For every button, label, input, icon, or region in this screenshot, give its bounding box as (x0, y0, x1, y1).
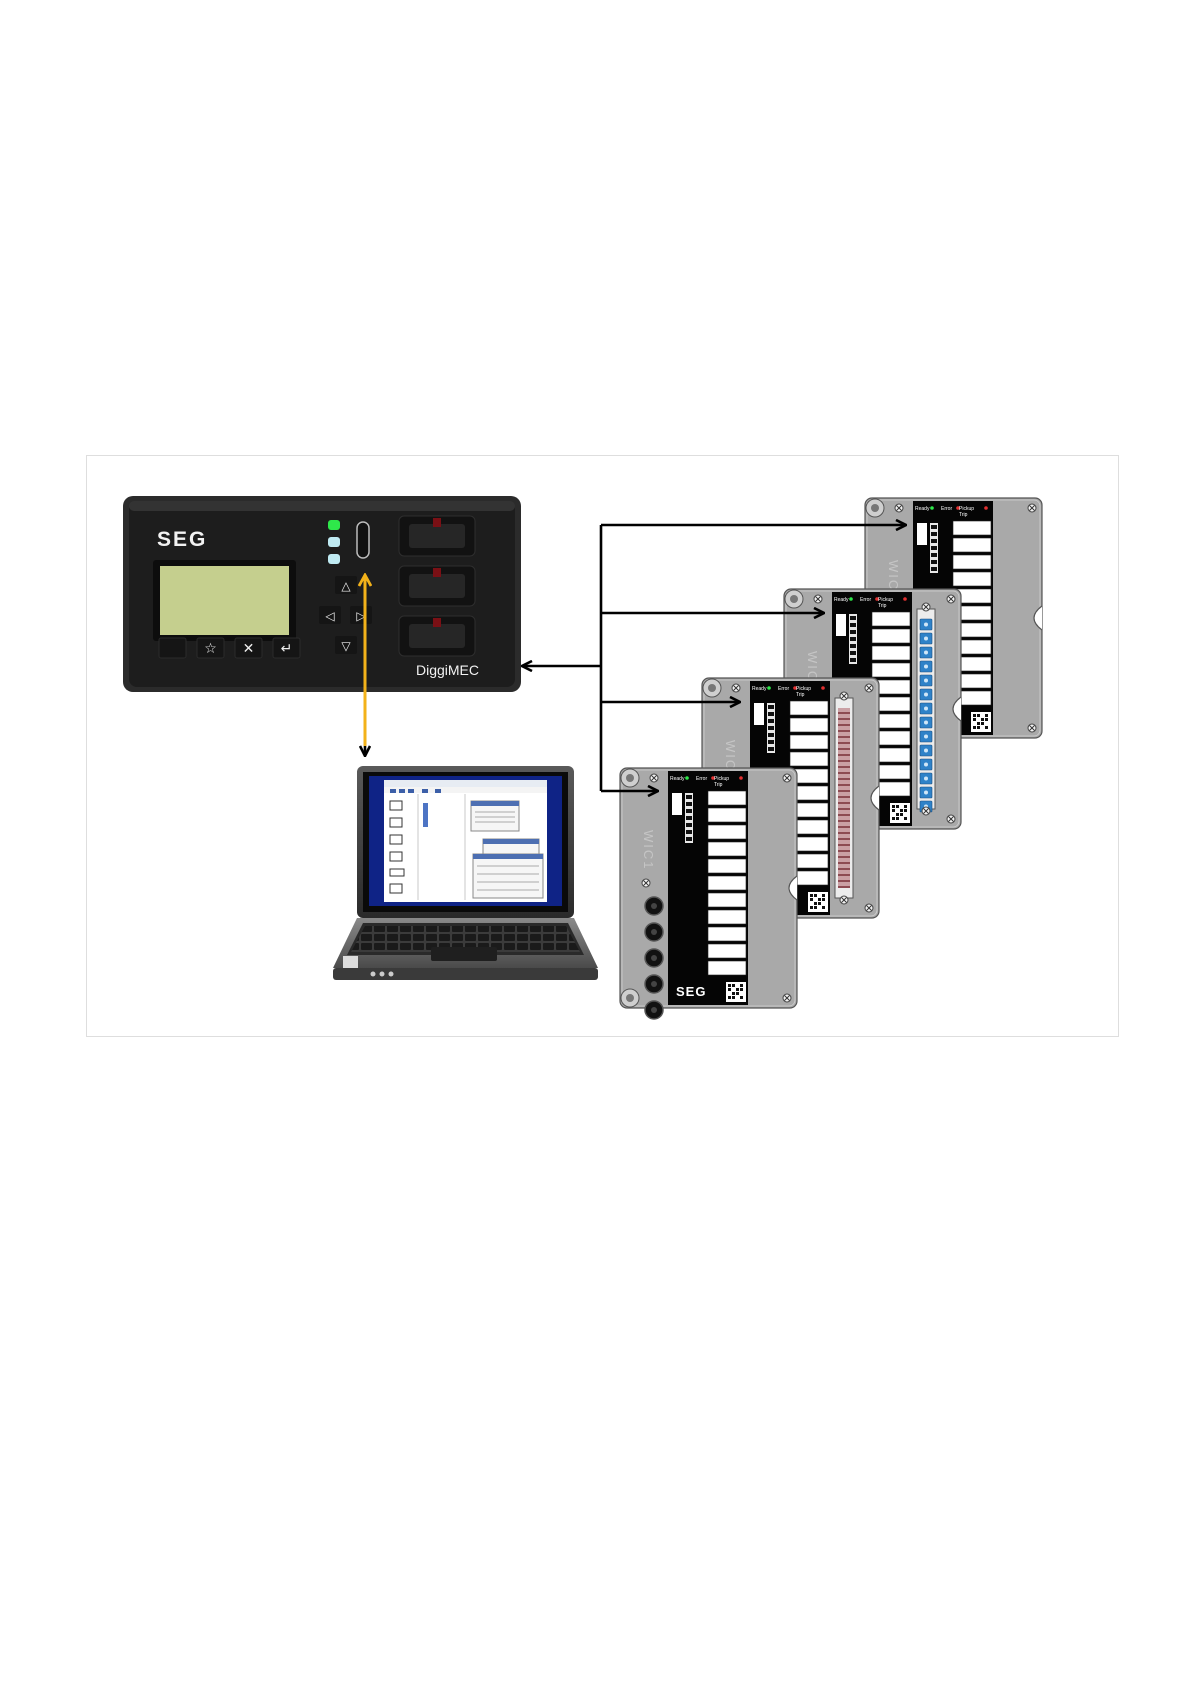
status-label-ready: Ready (670, 776, 685, 782)
diggimec-brand-logo: SEG (157, 528, 207, 551)
cancel-button-glyph: ✕ (243, 641, 255, 657)
setting-field (872, 629, 910, 643)
control-switch-3[interactable] (399, 616, 475, 656)
setting-field (953, 572, 991, 586)
svg-text:▽: ▽ (341, 639, 351, 653)
status-label-error: Error (860, 597, 871, 603)
setting-field (708, 791, 746, 805)
status-label-error: Error (778, 686, 789, 692)
status-led-pickup (821, 686, 825, 690)
relay-side-label: WIC1 (641, 830, 656, 871)
diggimec-model-label: DiggiMEC (416, 662, 479, 678)
status-label-error: Error (696, 776, 707, 782)
control-switch-1[interactable] (399, 516, 475, 556)
status-label-ready: Ready (834, 597, 849, 603)
nav-down-key[interactable]: ▽ (335, 636, 357, 654)
status-label-trip: Trip (796, 692, 805, 698)
lcd-screen (160, 566, 289, 635)
setting-field (953, 555, 991, 569)
setting-field (872, 612, 910, 626)
status-led-2 (328, 537, 340, 547)
diggimec-device: SEG △ ◁ ▷ ▽ ☆ ✕ ↵ (123, 496, 521, 692)
svg-text:△: △ (341, 579, 351, 593)
status-led-pickup (903, 597, 907, 601)
setting-field (708, 927, 746, 941)
status-led-3 (328, 554, 340, 564)
favorite-button-glyph: ☆ (204, 641, 217, 657)
setting-field (708, 876, 746, 890)
status-label-trip: Trip (878, 603, 887, 609)
setting-field (708, 961, 746, 975)
setting-field (872, 646, 910, 660)
setting-field (953, 538, 991, 552)
relay-brand-logo: SEG (676, 984, 706, 999)
setting-field (708, 893, 746, 907)
status-label-ready: Ready (915, 506, 930, 512)
setting-field (708, 944, 746, 958)
setting-field (790, 701, 828, 715)
diagram-canvas: SEG △ ◁ ▷ ▽ ☆ ✕ ↵ (87, 456, 1118, 1036)
status-led-ready (849, 597, 853, 601)
laptop (333, 766, 598, 980)
setting-field (708, 825, 746, 839)
status-label-ready: Ready (752, 686, 767, 692)
nav-up-key[interactable]: △ (335, 576, 357, 594)
nav-right-key[interactable]: ▷ (350, 606, 372, 624)
setting-field (790, 735, 828, 749)
enter-button-glyph: ↵ (281, 641, 293, 657)
system-diagram: SEG △ ◁ ▷ ▽ ☆ ✕ ↵ (86, 455, 1119, 1037)
favorite-button[interactable]: ☆ (197, 638, 224, 658)
usb-c-port[interactable] (357, 522, 369, 558)
status-label-trip: Trip (959, 512, 968, 518)
setting-field (790, 752, 828, 766)
setting-field (708, 859, 746, 873)
status-led-ready (930, 506, 934, 510)
status-label-error: Error (941, 506, 952, 512)
status-led-pickup (739, 776, 743, 780)
blank-button[interactable] (159, 638, 186, 658)
setting-field (953, 521, 991, 535)
status-led-1 (328, 520, 340, 530)
status-label-trip: Trip (714, 782, 723, 788)
enter-button[interactable]: ↵ (273, 638, 300, 658)
setting-field (708, 910, 746, 924)
control-switch-2[interactable] (399, 566, 475, 606)
nav-left-key[interactable]: ◁ (319, 606, 341, 624)
setting-field (790, 718, 828, 732)
status-led-pickup (984, 506, 988, 510)
status-led-ready (685, 776, 689, 780)
cancel-button[interactable]: ✕ (235, 638, 262, 658)
setting-field (708, 808, 746, 822)
svg-text:◁: ◁ (324, 609, 334, 623)
setting-field (708, 842, 746, 856)
setting-field (872, 663, 910, 677)
status-led-ready (767, 686, 771, 690)
